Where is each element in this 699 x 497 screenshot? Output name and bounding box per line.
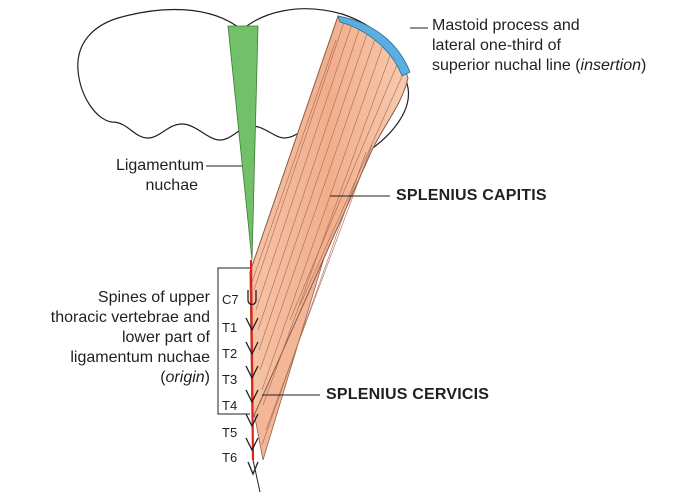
ligamentum-label-line2: nuchae bbox=[64, 176, 204, 196]
origin-label-line4: ligamentum nuchae bbox=[20, 348, 210, 368]
origin-label-line5-end: ) bbox=[205, 369, 210, 386]
ligamentum-nuchae-label: Ligamentum nuchae bbox=[64, 156, 204, 196]
vertebra-label-c7: C7 bbox=[222, 293, 239, 307]
splenius-capitis-label: SPLENIUS CAPITIS bbox=[396, 186, 547, 206]
vertebra-label-t6: T6 bbox=[222, 451, 237, 465]
vertebra-label-t4: T4 bbox=[222, 399, 237, 413]
insertion-label-italic: insertion bbox=[581, 57, 641, 74]
vertebra-label-t2: T2 bbox=[222, 347, 237, 361]
insertion-label-line1: Mastoid process and bbox=[432, 16, 692, 36]
origin-label-line2: thoracic vertebrae and bbox=[20, 308, 210, 328]
insertion-label-line3: superior nuchal line (insertion) bbox=[432, 56, 692, 76]
origin-label: Spines of upper thoracic vertebrae and l… bbox=[20, 288, 210, 388]
origin-label-line3: lower part of bbox=[20, 328, 210, 348]
insertion-label-line3-main: superior nuchal line ( bbox=[432, 57, 581, 74]
vertebra-label-t1: T1 bbox=[222, 321, 237, 335]
ligamentum-label-line1: Ligamentum bbox=[64, 156, 204, 176]
insertion-label-line2: lateral one-third of bbox=[432, 36, 692, 56]
splenius-cervicis-label: SPLENIUS CERVICIS bbox=[326, 385, 489, 405]
origin-label-italic: origin bbox=[166, 369, 205, 386]
origin-label-line1: Spines of upper bbox=[20, 288, 210, 308]
vertebra-label-t5: T5 bbox=[222, 426, 237, 440]
insertion-label-line3-end: ) bbox=[641, 57, 646, 74]
origin-label-line5: (origin) bbox=[20, 368, 210, 388]
origin-bracket bbox=[218, 268, 250, 414]
insertion-label: Mastoid process and lateral one-third of… bbox=[432, 16, 692, 76]
vertebra-label-t3: T3 bbox=[222, 373, 237, 387]
ligamentum-nuchae bbox=[228, 26, 258, 260]
